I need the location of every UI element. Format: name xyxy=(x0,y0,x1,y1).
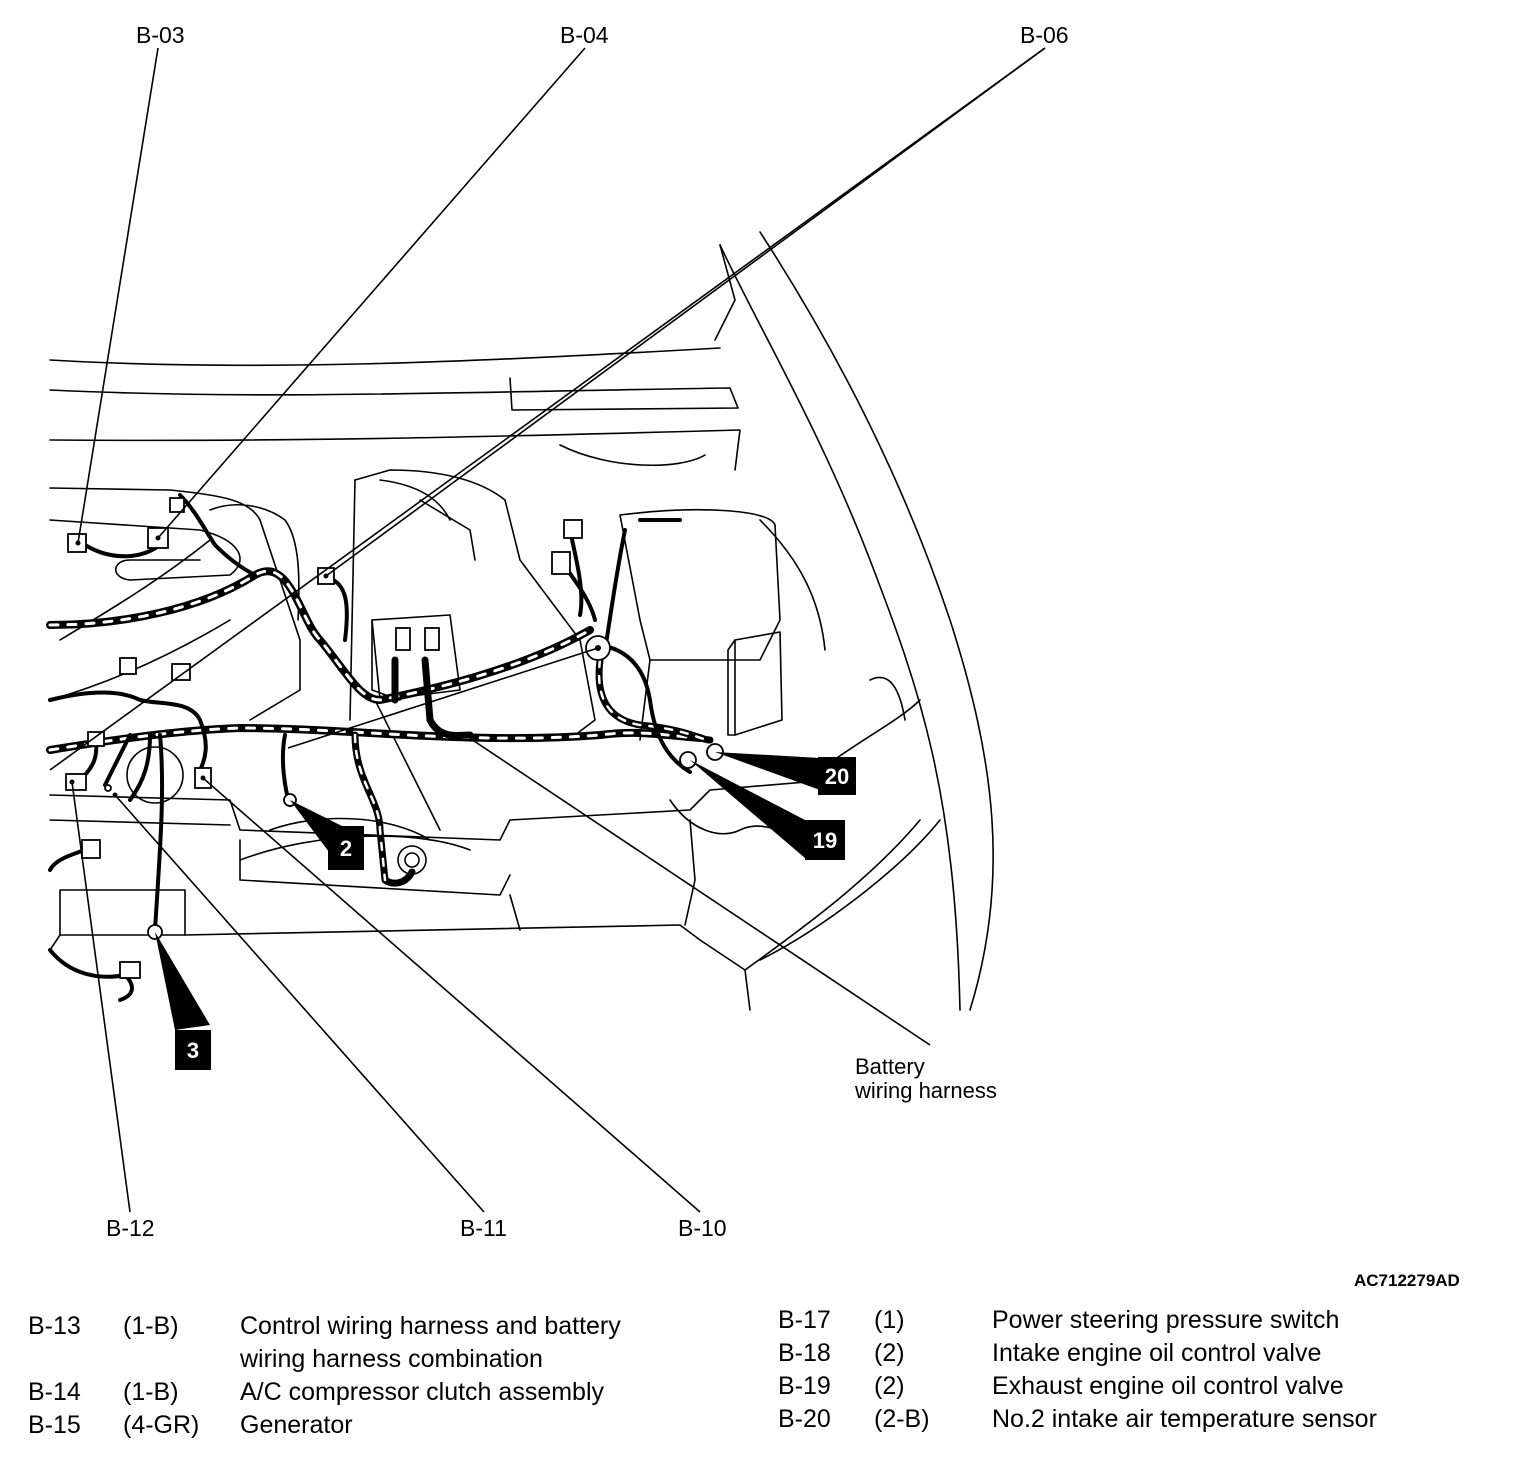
legend-id: B-19 xyxy=(778,1372,831,1400)
legend-desc-cont: wiring harness combination xyxy=(240,1345,543,1373)
fender-outline xyxy=(719,244,961,1011)
callout-b06: B-06 xyxy=(1020,22,1069,48)
hood-edge xyxy=(49,347,721,367)
annotation-line-1: Battery xyxy=(855,1054,925,1079)
legend-pins: (2) xyxy=(874,1372,905,1400)
leader-b12 xyxy=(71,781,131,1213)
callout-b04: B-04 xyxy=(560,22,609,48)
pointer-19 xyxy=(690,760,805,858)
air-cleaner-box xyxy=(354,469,596,736)
annotation-line-2: wiring harness xyxy=(855,1078,997,1103)
legend-pins: (1-B) xyxy=(123,1378,179,1406)
callout-b11: B-11 xyxy=(460,1215,507,1241)
legend-pins: (2) xyxy=(874,1339,905,1367)
intake-manifold xyxy=(49,487,301,721)
legend-desc: No.2 intake air temperature sensor xyxy=(992,1405,1377,1433)
leader-b11 xyxy=(114,794,485,1213)
badge-3: 3 xyxy=(186,1038,200,1063)
badge-19-box xyxy=(805,820,845,860)
legend-pins: (4-GR) xyxy=(123,1411,200,1439)
pointer-3 xyxy=(155,932,210,1030)
engine-compartment-drawing xyxy=(46,47,1046,1213)
badge-2: 2 xyxy=(339,836,353,861)
figure-code: AC712279AD xyxy=(1354,1271,1460,1290)
legend-id: B-13 xyxy=(28,1312,81,1340)
legend-left: B-13 (1-B) Control wiring harness and ba… xyxy=(28,1310,728,1450)
legend-id: B-20 xyxy=(778,1405,831,1433)
legend-desc: Intake engine oil control valve xyxy=(992,1339,1322,1367)
legend-desc: Generator xyxy=(240,1411,353,1439)
badge-3-box xyxy=(175,1030,211,1070)
legend-id: B-18 xyxy=(778,1339,831,1367)
legend-id: B-15 xyxy=(28,1411,81,1439)
battery-harness-annotation: Battery wiring harness xyxy=(855,1055,997,1103)
legend-desc: Power steering pressure switch xyxy=(992,1306,1340,1334)
legend-desc: Control wiring harness and battery xyxy=(240,1312,621,1340)
badge-20: 20 xyxy=(824,764,850,789)
connector-b12[interactable] xyxy=(65,773,87,791)
legend-id: B-17 xyxy=(778,1306,831,1334)
callout-b12: B-12 xyxy=(106,1215,155,1241)
legend-desc: A/C compressor clutch assembly xyxy=(240,1378,605,1406)
leader-b03 xyxy=(77,47,159,544)
callout-b03: B-03 xyxy=(136,22,185,48)
legend-pins: (1) xyxy=(874,1306,905,1334)
legend-pins: (1-B) xyxy=(123,1312,179,1340)
leader-battery-harness xyxy=(464,734,931,1046)
legend-id: B-14 xyxy=(28,1378,81,1406)
badge-2-box xyxy=(328,826,364,870)
badge-boxes xyxy=(175,757,856,1070)
leader-b10 xyxy=(202,777,701,1213)
legend-right: B-17 (1) Power steering pressure switch … xyxy=(778,1304,1498,1444)
hood-edge-inner xyxy=(49,377,739,411)
pointer-20 xyxy=(715,752,820,790)
cowl-panel xyxy=(49,429,741,471)
leader-b06 xyxy=(49,47,1046,771)
leader-b04 xyxy=(157,47,586,539)
fender-outline-outer xyxy=(759,231,994,1011)
legend-desc: Exhaust engine oil control valve xyxy=(992,1372,1344,1400)
callout-b10: B-10 xyxy=(678,1215,727,1241)
radiator-support xyxy=(49,779,831,841)
badge-20-box xyxy=(818,757,856,795)
legend-pins: (2-B) xyxy=(874,1405,930,1433)
badge-19: 19 xyxy=(812,828,838,853)
connectors xyxy=(65,497,724,979)
leader-lines xyxy=(49,47,1046,1213)
badge-pointers xyxy=(155,752,820,1030)
